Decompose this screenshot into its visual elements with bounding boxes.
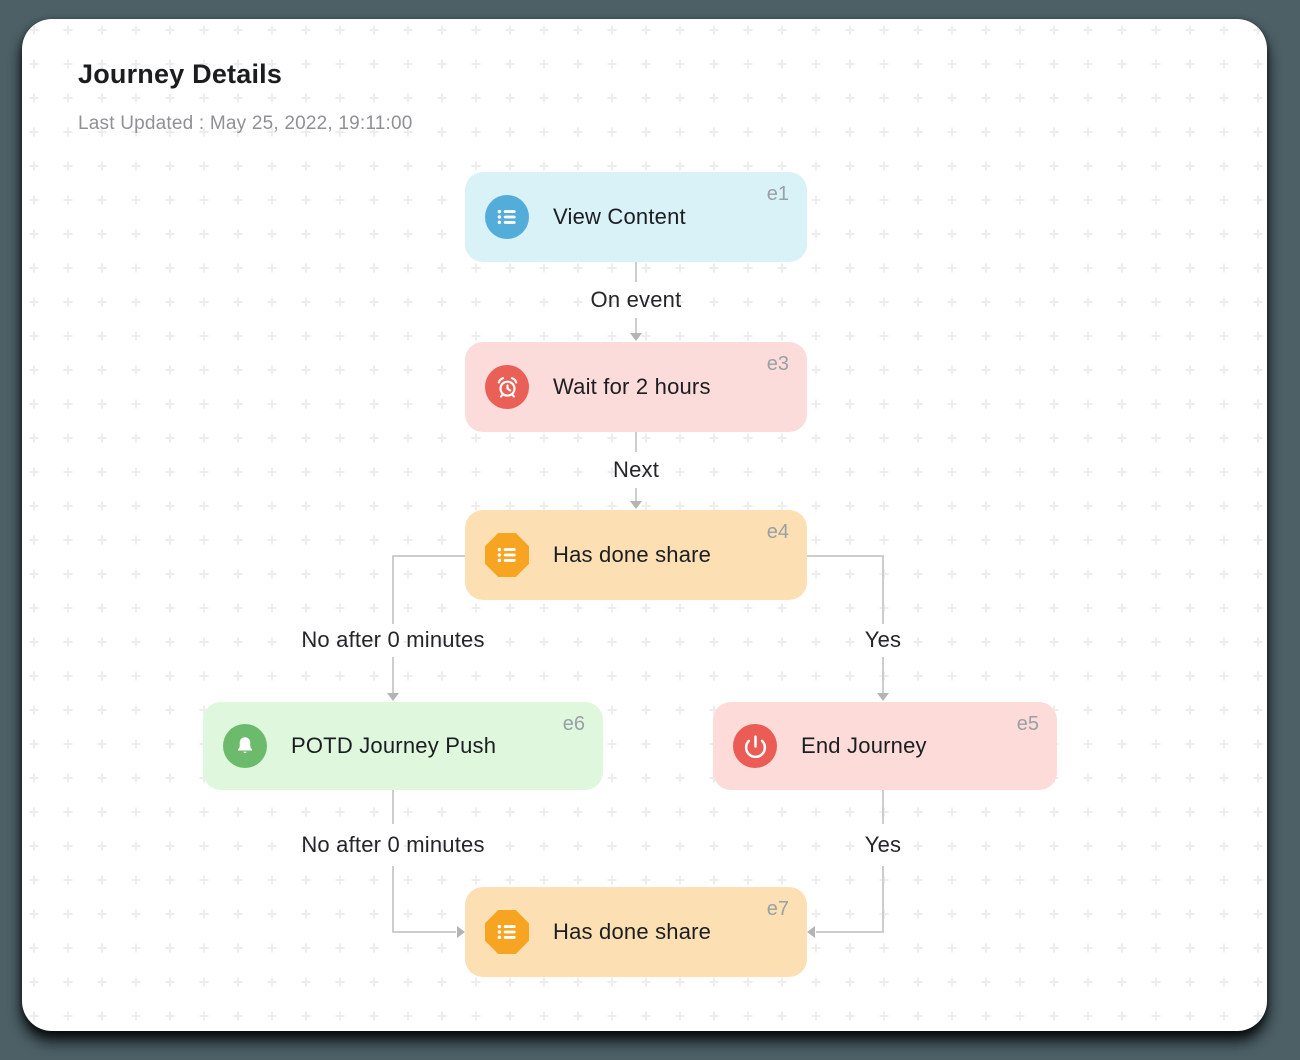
edge-label-yes: Yes — [864, 832, 902, 857]
list-icon — [485, 195, 529, 239]
node-id-badge: e6 — [562, 713, 585, 735]
node-id-badge: e7 — [766, 898, 789, 920]
node-has-done-share[interactable]: Has done share e4 — [465, 510, 807, 600]
edge-label-no-after-0-minutes: No after 0 minutes — [301, 627, 485, 652]
node-id-badge: e3 — [766, 353, 789, 375]
power-icon — [733, 724, 777, 768]
edge-label-next: Next — [612, 457, 660, 482]
node-id-badge: e4 — [766, 521, 789, 543]
alarm-clock-icon — [485, 365, 529, 409]
node-label: POTD Journey Push — [291, 733, 497, 758]
node-id-badge: e1 — [766, 183, 789, 205]
node-label: Wait for 2 hours — [553, 374, 711, 399]
node-wait-for-2-hours[interactable]: Wait for 2 hours e3 — [465, 342, 807, 432]
node-label: Has done share — [553, 542, 712, 567]
journey-canvas: Journey Details Last Updated : May 25, 2… — [22, 19, 1267, 1031]
node-potd-journey-push[interactable]: POTD Journey Push e6 — [203, 702, 603, 790]
edge-label-no-after-0-minutes: No after 0 minutes — [301, 832, 485, 857]
bell-icon — [223, 724, 267, 768]
node-view-content[interactable]: View Content e1 — [465, 172, 807, 262]
node-id-badge: e5 — [1016, 713, 1039, 735]
node-label: End Journey — [801, 733, 927, 758]
node-label: Has done share — [553, 919, 712, 944]
node-label: View Content — [553, 204, 686, 229]
last-updated-text: Last Updated : May 25, 2022, 19:11:00 — [78, 113, 413, 134]
edge-label-yes: Yes — [864, 627, 902, 652]
list-icon — [485, 533, 529, 577]
list-icon — [485, 910, 529, 954]
node-end-journey[interactable]: End Journey e5 — [713, 702, 1057, 790]
page-title: Journey Details — [78, 59, 283, 89]
edge-label-on-event: On event — [590, 287, 682, 312]
node-has-done-share[interactable]: Has done share e7 — [465, 887, 807, 977]
